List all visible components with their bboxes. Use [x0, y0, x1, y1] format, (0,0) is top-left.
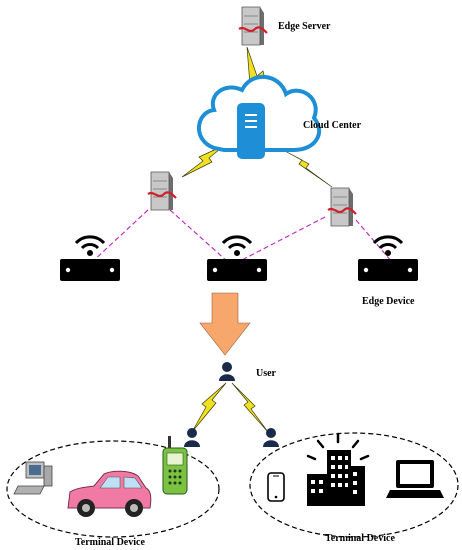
user-label: User: [256, 368, 276, 379]
lightning-icon: [191, 382, 227, 433]
person-icon: [263, 428, 279, 447]
edge-server-label: Edge Server: [278, 21, 331, 32]
person-icon: [219, 362, 235, 381]
router-icon: [356, 235, 420, 283]
person-icon: [184, 428, 200, 447]
laptop-icon: [386, 460, 444, 498]
server-icon: [146, 170, 178, 212]
server-icon: [326, 186, 358, 228]
lightning-icon: [231, 382, 269, 433]
server-icon: [237, 5, 269, 47]
terminal-group-right: [249, 432, 459, 538]
cloud-icon: [197, 74, 322, 159]
mobile-phone-icon: [162, 436, 188, 495]
lightning-icon: [181, 144, 226, 178]
down-arrow-icon: [199, 292, 251, 356]
router-icon: [58, 235, 122, 283]
car-icon: [67, 470, 152, 517]
building-icon: [306, 432, 370, 506]
router-icon: [205, 235, 269, 283]
lightning-icon: [282, 149, 333, 188]
smartphone-icon: [267, 472, 285, 502]
terminal-device-left-label: Terminal Device: [75, 537, 145, 548]
computer-icon: [13, 461, 53, 495]
terminal-device-right-label: Terminal Device: [325, 533, 395, 544]
cloud-center-label: Cloud Center: [303, 120, 362, 131]
edge-device-label: Edge Device: [362, 296, 415, 307]
terminal-group-left: [6, 440, 220, 538]
